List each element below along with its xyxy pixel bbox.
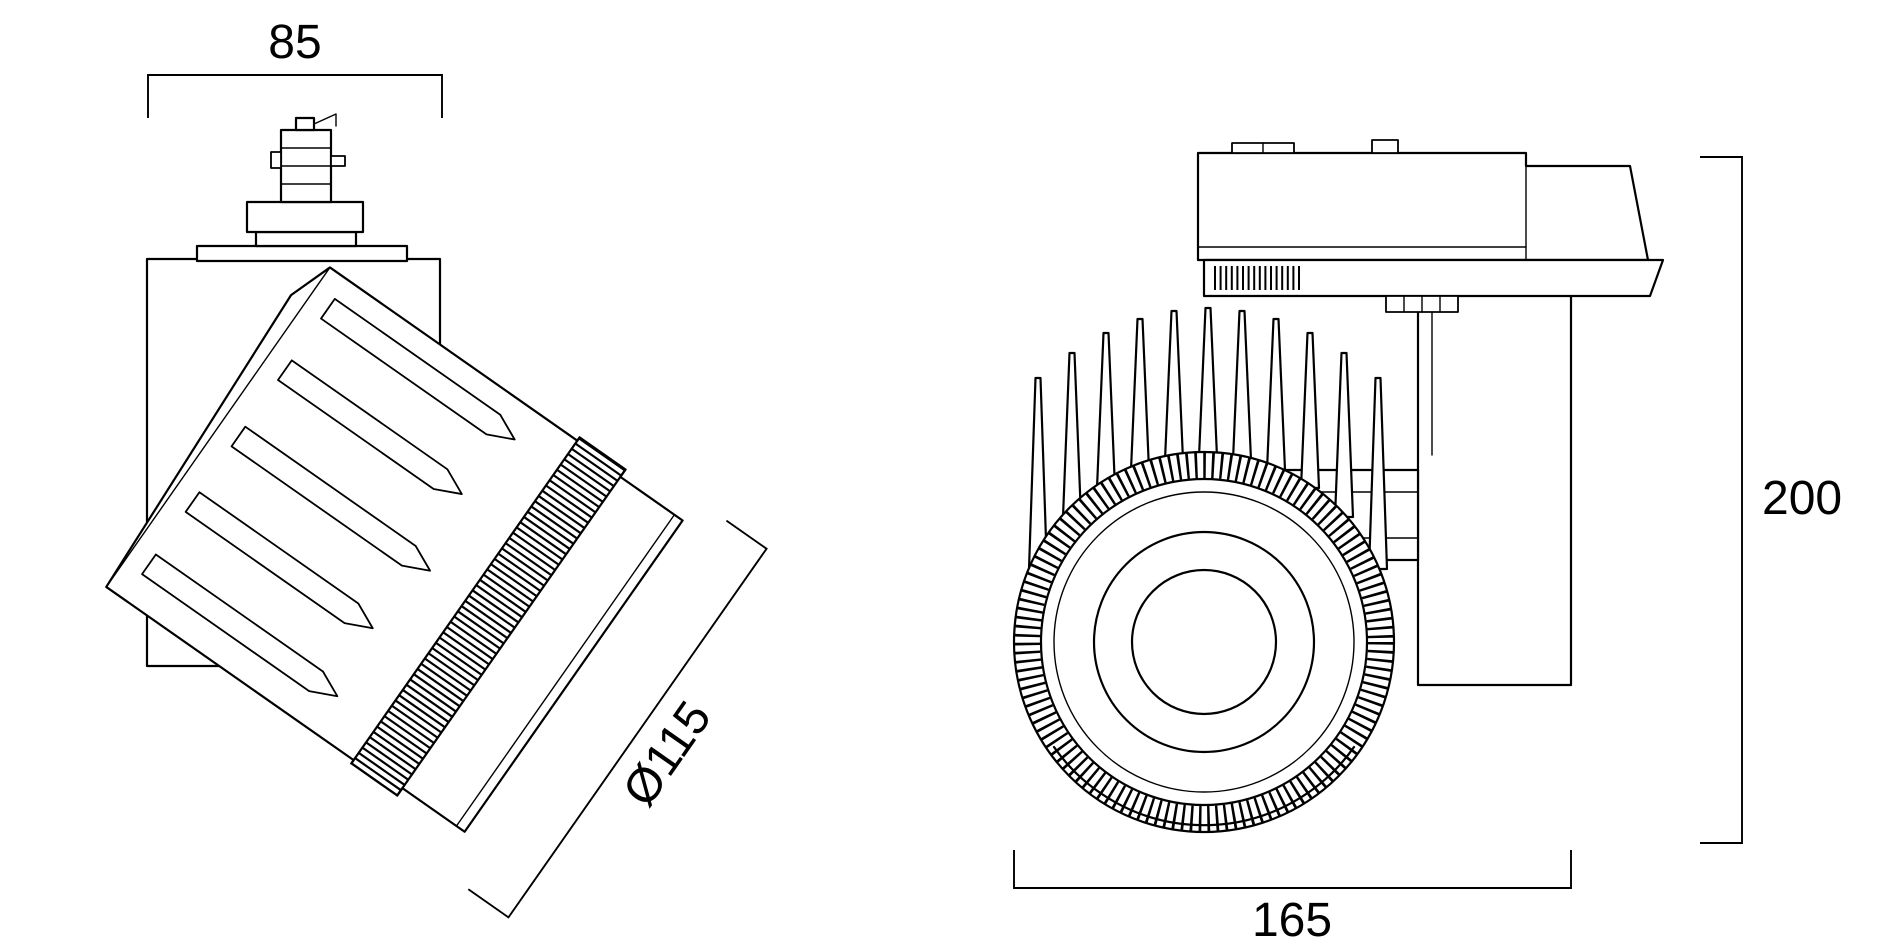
fin-profile bbox=[141, 553, 339, 698]
diameter-dimension-label: Ø115 bbox=[613, 692, 722, 816]
fin bbox=[1231, 309, 1253, 462]
fin bbox=[1129, 317, 1151, 472]
width-85-dimension-line bbox=[147, 74, 443, 118]
fin bbox=[1333, 351, 1355, 519]
yoke-arm bbox=[1416, 291, 1573, 687]
fin bbox=[1367, 376, 1389, 571]
lamp-head-front bbox=[1012, 450, 1396, 834]
adapter-flange-upper bbox=[245, 200, 365, 234]
adapter-stem-grooves bbox=[280, 147, 332, 185]
width-85-dimension: 85 bbox=[147, 16, 443, 118]
heatsink-fins-side bbox=[141, 298, 516, 698]
adapter-base-plate bbox=[195, 244, 409, 263]
bezel-ring bbox=[1053, 491, 1355, 793]
fin bbox=[1095, 331, 1117, 490]
height-200-dimension-label: 200 bbox=[1762, 472, 1842, 525]
fin-profile bbox=[320, 298, 516, 441]
fin bbox=[1299, 331, 1321, 490]
fin bbox=[1163, 309, 1185, 462]
track-adapter-side bbox=[195, 113, 409, 263]
side-view: Ø115 85 bbox=[105, 16, 768, 919]
bezel-face-seam bbox=[455, 514, 676, 827]
knurled-ring-front bbox=[1014, 452, 1394, 832]
adapter-connector-pins bbox=[1403, 295, 1441, 313]
lamp-head-side: Ø115 bbox=[105, 266, 768, 919]
bezel-bottom-lip-arc bbox=[1052, 745, 1356, 827]
knurl-hatching bbox=[351, 437, 626, 796]
adapter-top-tab bbox=[1371, 139, 1399, 154]
led-cob-circle bbox=[1130, 568, 1278, 716]
front-view: 165 200 bbox=[1012, 139, 1842, 945]
adapter-mount-plate bbox=[1202, 258, 1665, 298]
knurl-inner-circle bbox=[1039, 477, 1369, 807]
adapter-contact-lever bbox=[313, 113, 337, 127]
diameter-dimension-line bbox=[467, 519, 768, 919]
adapter-right-nub bbox=[330, 155, 346, 167]
height-200-dimension-line bbox=[1700, 156, 1743, 844]
adapter-top-pin bbox=[294, 116, 316, 132]
adapter-left-nub bbox=[270, 151, 282, 169]
width-165-dimension-line bbox=[1013, 850, 1572, 889]
width-165-dimension-label: 165 bbox=[1252, 894, 1332, 945]
fin-profile bbox=[230, 425, 432, 572]
adapter-flange-lower bbox=[254, 230, 358, 248]
width-85-dimension-label: 85 bbox=[268, 16, 321, 69]
knurl-band-front-edge bbox=[396, 468, 627, 797]
fin bbox=[1061, 351, 1083, 519]
fin bbox=[1197, 306, 1219, 459]
lamp-rear-seam bbox=[105, 266, 331, 588]
width-165-dimension: 165 bbox=[1013, 850, 1572, 945]
adapter-box bbox=[1196, 151, 1650, 262]
lens-outer-circle bbox=[1092, 530, 1316, 754]
fin-profile bbox=[277, 359, 463, 495]
fin bbox=[1265, 317, 1287, 472]
track-adapter-front bbox=[1196, 139, 1665, 313]
height-200-dimension: 200 bbox=[1700, 156, 1842, 844]
knurled-ring-side bbox=[350, 436, 627, 797]
fin-profile bbox=[184, 491, 374, 630]
